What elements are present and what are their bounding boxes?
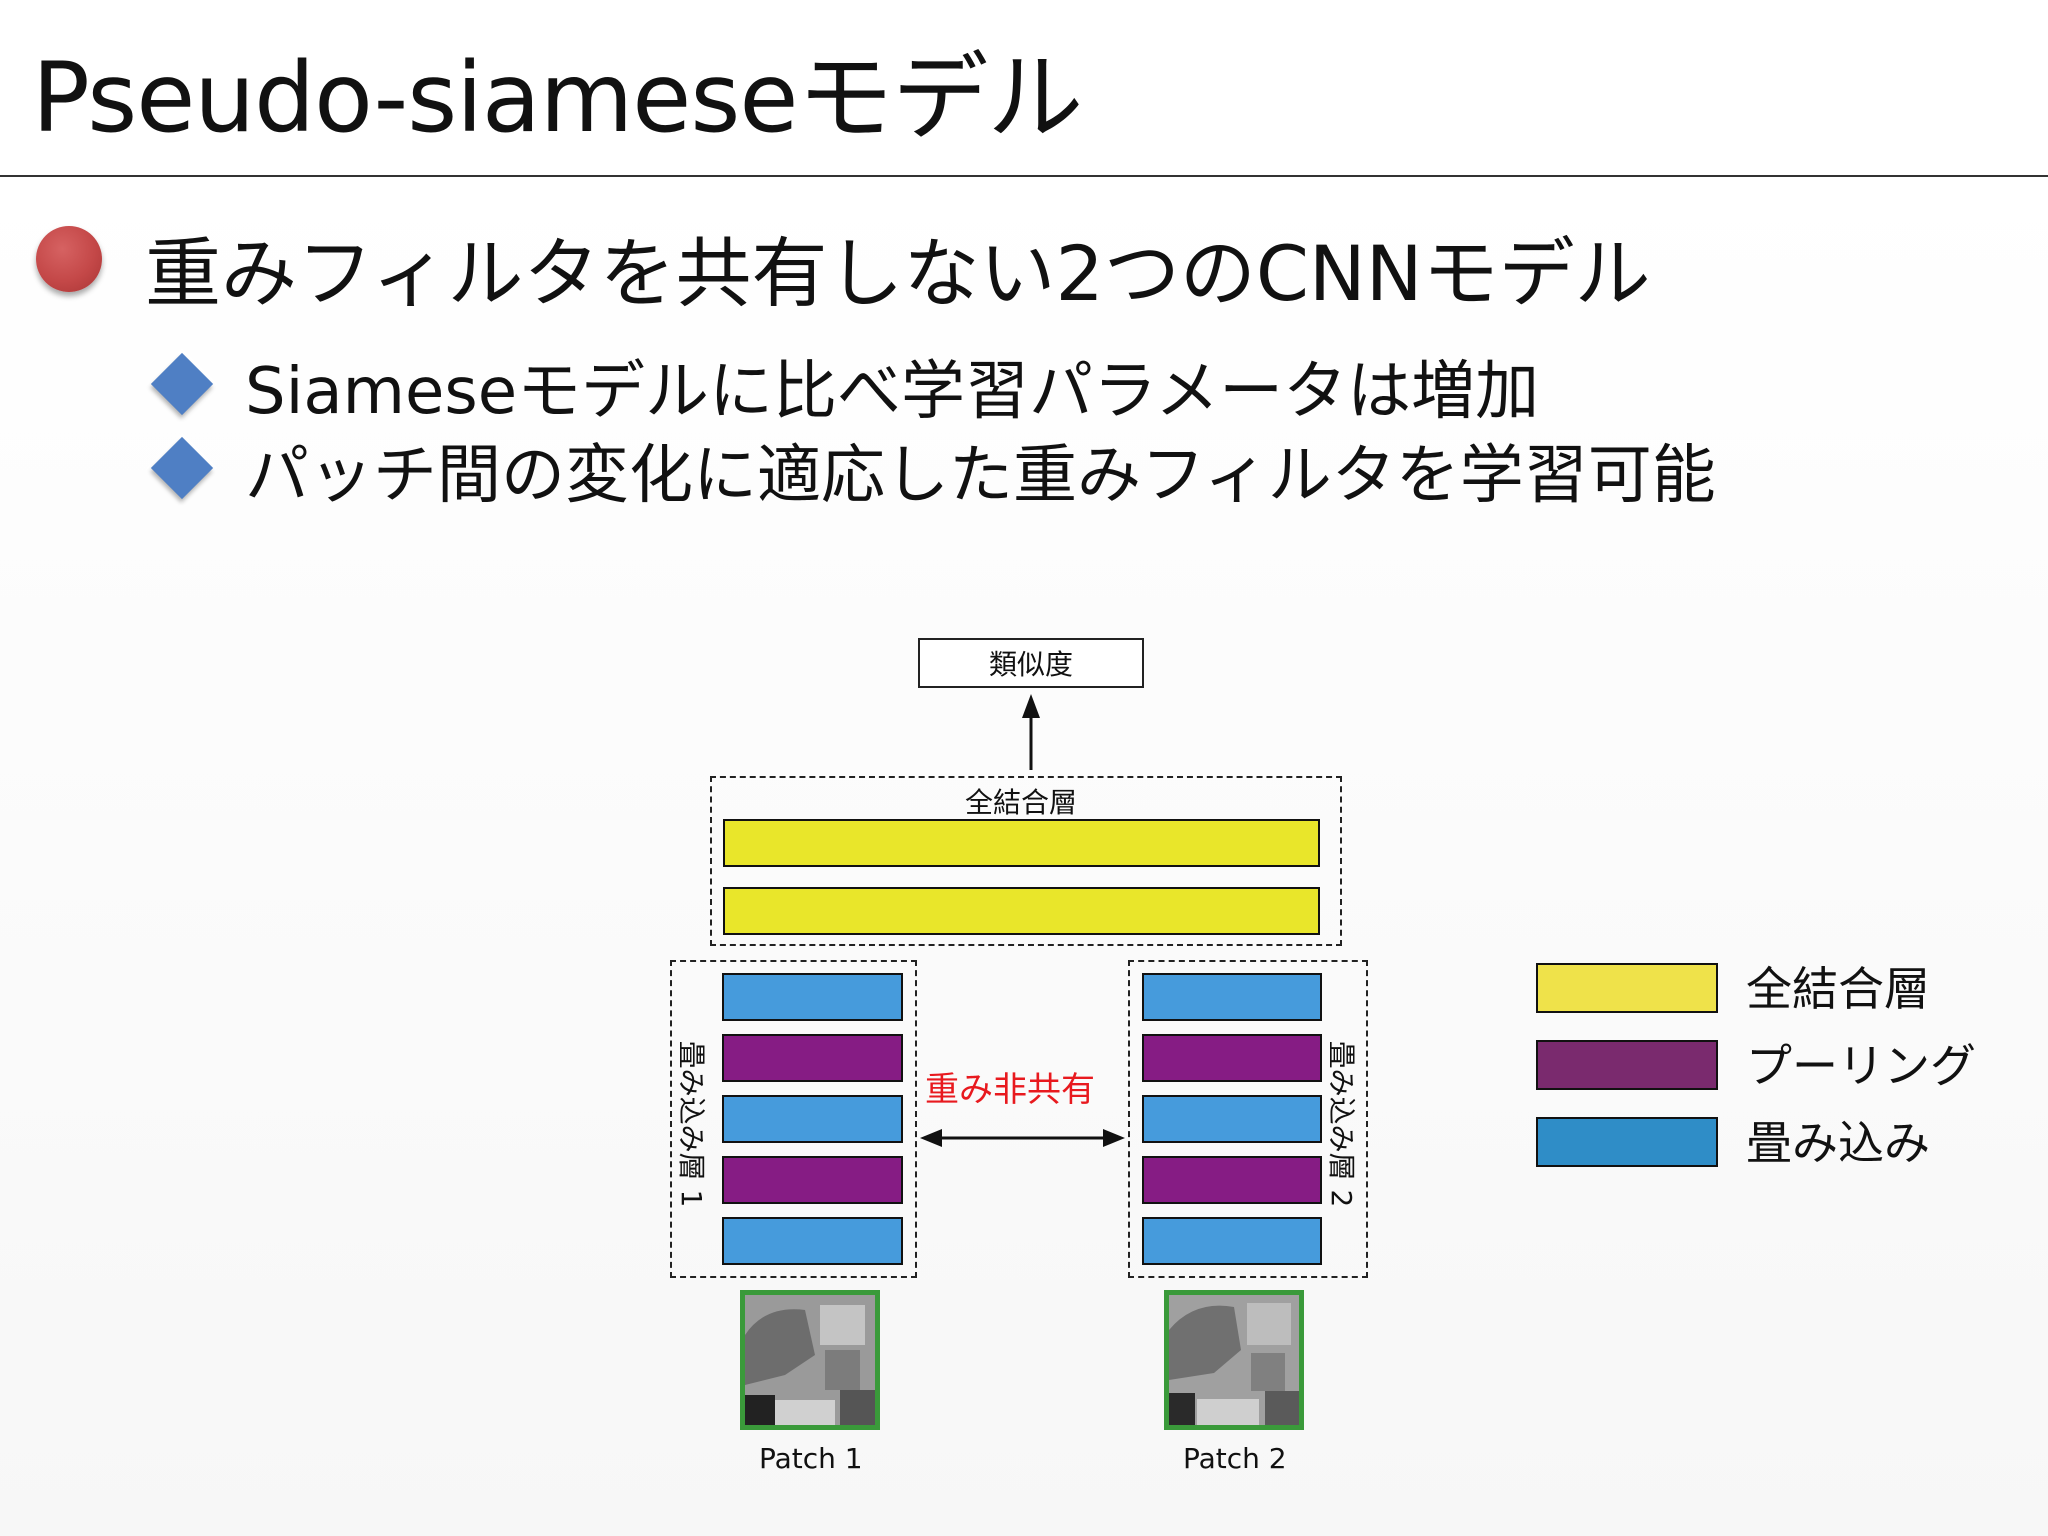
conv-branch-1 <box>670 960 917 1278</box>
branch2-pool-layer <box>1142 1156 1322 1204</box>
branch1-vertical-label: 畳み込み層 1 <box>675 1040 708 1208</box>
legend-conv-label: 畳み込み <box>1746 1116 1930 1170</box>
patch-1-label: Patch 1 <box>759 1442 863 1475</box>
branch1-conv-layer <box>722 973 903 1021</box>
legend-pool-swatch <box>1536 1040 1718 1090</box>
legend-conv-swatch <box>1536 1117 1718 1167</box>
legend-pool-label: プーリング <box>1746 1039 1976 1093</box>
title-divider <box>0 175 2048 177</box>
branch1-pool-layer <box>722 1156 903 1204</box>
fc-block-label: 全結合層 <box>965 786 1078 819</box>
branch2-pool-layer <box>1142 1034 1322 1082</box>
legend-fc-label: 全結合層 <box>1746 962 1930 1016</box>
weight-non-shared-label: 重み非共有 <box>925 1070 1095 1110</box>
slide-title: Pseudo-siameseモデル <box>32 42 1083 154</box>
red-circle-bullet-icon <box>36 226 102 292</box>
branch2-vertical-label: 畳み込み層 2 <box>1325 1040 1358 1208</box>
fully-connected-block <box>710 776 1342 946</box>
main-bullet-text: 重みフィルタを共有しない2つのCNNモデル <box>145 229 1651 318</box>
branch2-conv-layer <box>1142 1217 1322 1265</box>
up-arrowhead-icon <box>1022 694 1040 718</box>
similarity-output-box: 類似度 <box>918 638 1144 688</box>
sub-bullet-1: Siameseモデルに比べ学習パラメータは増加 <box>245 355 1540 429</box>
fc-layer-2 <box>723 887 1320 935</box>
fc-layer-1 <box>723 819 1320 867</box>
patch-2-image <box>1164 1290 1304 1430</box>
branch1-conv-layer <box>722 1095 903 1143</box>
sub-bullet-2: パッチ間の変化に適応した重みフィルタを学習可能 <box>245 439 1716 513</box>
branch1-pool-layer <box>722 1034 903 1082</box>
branch2-conv-layer <box>1142 973 1322 1021</box>
branch2-conv-layer <box>1142 1095 1322 1143</box>
legend-fc-swatch <box>1536 963 1718 1013</box>
patch-2-label: Patch 2 <box>1183 1442 1287 1475</box>
conv-branch-2 <box>1128 960 1368 1278</box>
similarity-label: 類似度 <box>988 648 1073 681</box>
branch1-conv-layer <box>722 1217 903 1265</box>
patch-1-image <box>740 1290 880 1430</box>
left-arrowhead-icon <box>920 1129 942 1147</box>
right-arrowhead-icon <box>1103 1129 1125 1147</box>
